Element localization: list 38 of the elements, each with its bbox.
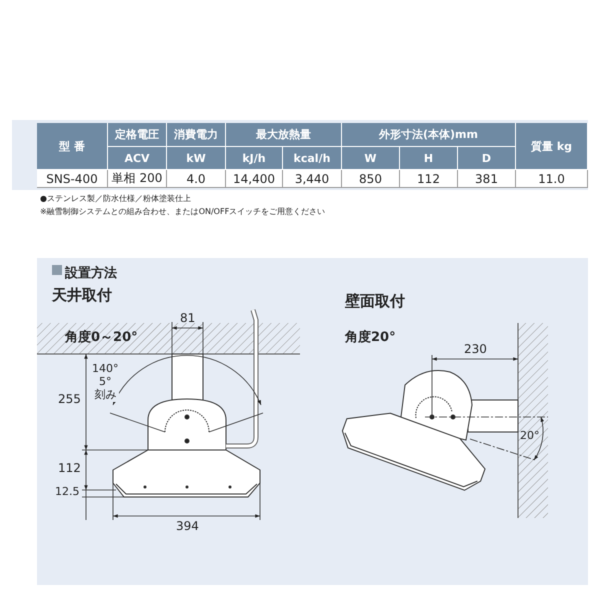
note-text: ※融雪制御システムとの組み合わせ、またはON/OFFスイッチをご用意ください xyxy=(40,206,326,217)
table-cell: 381 xyxy=(458,170,516,188)
header-cell: 最大放熱量 xyxy=(226,123,342,147)
header-cell: H xyxy=(400,147,458,170)
angle-label: 角度20° xyxy=(345,331,396,346)
table-cell: 4.0 xyxy=(167,170,226,188)
header-cell: 質量 kg xyxy=(516,123,588,170)
dimension-label: 255 xyxy=(58,393,81,407)
angle-label: 20° xyxy=(520,430,540,443)
angle-label: 140° 5°刻み xyxy=(92,362,118,402)
header-cell: 外形寸法(本体)mm xyxy=(342,123,516,147)
angle-label: 角度0～20° xyxy=(65,331,138,346)
installation-panel xyxy=(37,258,588,585)
header-cell: 消費電力 xyxy=(167,123,226,147)
header-cell: ACV xyxy=(108,147,167,170)
header-cell: 型 番 xyxy=(37,123,108,170)
section-heading: 設置方法 xyxy=(65,264,117,282)
header-cell: D xyxy=(458,147,516,170)
table-cell: 850 xyxy=(342,170,400,188)
header-cell: kW xyxy=(167,147,226,170)
dimension-label: 81 xyxy=(180,312,196,326)
table-cell: SNS-400 xyxy=(37,170,108,188)
table-cell: 3,440 xyxy=(283,170,342,188)
dimension-label: 230 xyxy=(464,343,487,357)
header-cell: kcal/h xyxy=(283,147,342,170)
header-cell: kJ/h xyxy=(226,147,283,170)
dimension-label: 12.5 xyxy=(55,486,80,499)
header-cell: W xyxy=(342,147,400,170)
subheading: 天井取付 xyxy=(52,287,112,304)
note-text: ●ステンレス製／防水仕様／粉体塗装仕上 xyxy=(40,193,191,204)
table-cell: 14,400 xyxy=(226,170,283,188)
dimension-label: 394 xyxy=(176,520,199,534)
header-cell: 定格電圧 xyxy=(108,123,167,147)
dimension-label: 112 xyxy=(58,462,81,476)
table-cell: 112 xyxy=(400,170,458,188)
subheading: 壁面取付 xyxy=(345,293,405,310)
table-cell: 単相 200 xyxy=(108,170,167,188)
table-cell: 11.0 xyxy=(516,170,588,188)
